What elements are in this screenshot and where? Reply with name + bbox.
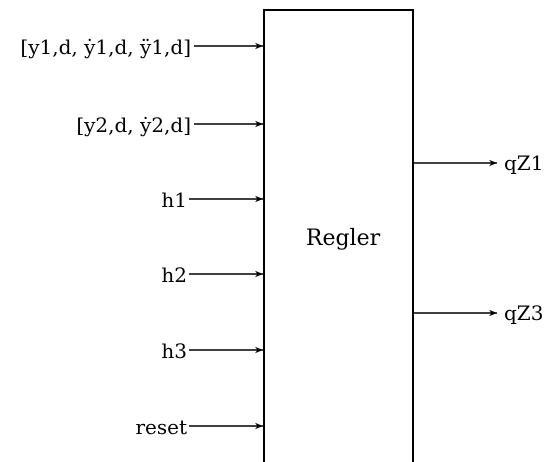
controller-label: Regler bbox=[306, 226, 381, 251]
input-label-h3: h3 bbox=[161, 339, 187, 363]
output-label-qZ1: qZ1 bbox=[504, 151, 543, 175]
output-label-qZ3: qZ3 bbox=[504, 301, 543, 325]
input-label-y2d: [y2,d, ẏ2,d] bbox=[76, 113, 191, 137]
input-label-h1: h1 bbox=[161, 188, 187, 212]
input-label-y1d: [y1,d, ẏ1,d, ÿ1,d] bbox=[20, 35, 191, 59]
input-label-h2: h2 bbox=[161, 263, 187, 287]
input-label-reset: reset bbox=[135, 415, 187, 439]
controller-block bbox=[263, 9, 414, 462]
